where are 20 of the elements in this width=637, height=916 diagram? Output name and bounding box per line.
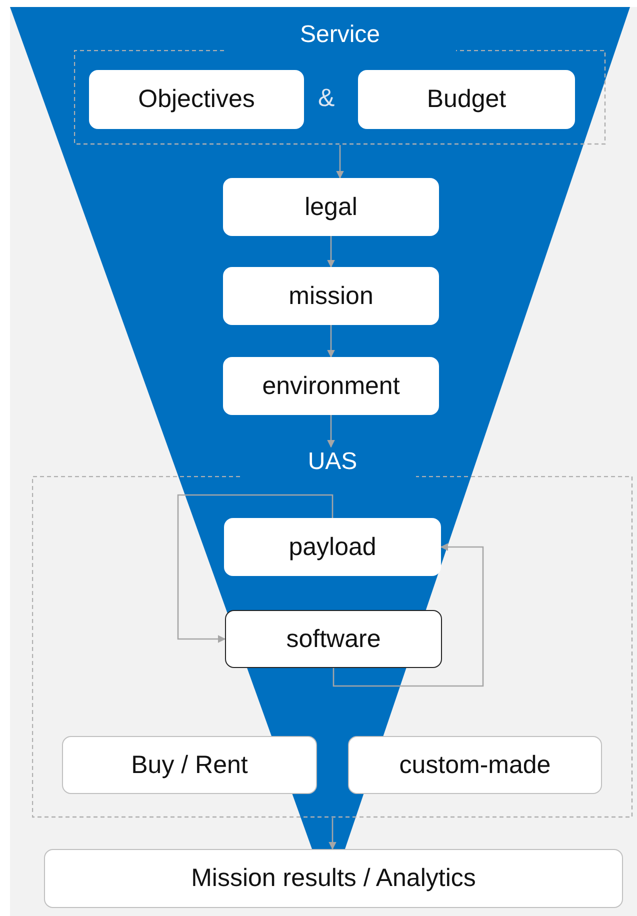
process-box: mission (223, 267, 439, 325)
arrow (332, 543, 484, 687)
arrow (336, 145, 344, 179)
ampersand-label: & (318, 84, 335, 113)
arrow (327, 415, 335, 448)
arrow (327, 325, 335, 358)
process-box: Budget (358, 70, 575, 129)
process-box: Buy / Rent (62, 736, 317, 794)
process-box: software (225, 610, 442, 668)
group-heading: Service (300, 20, 380, 50)
process-box: custom-made (348, 736, 602, 794)
process-box: Objectives (89, 70, 304, 129)
process-box: payload (224, 518, 441, 576)
group-heading: UAS (308, 447, 358, 477)
process-box: Mission results / Analytics (44, 849, 623, 908)
arrow (327, 236, 335, 268)
arrow (177, 494, 334, 643)
arrow (328, 818, 336, 850)
process-box: legal (223, 178, 439, 236)
process-box: environment (223, 357, 439, 415)
